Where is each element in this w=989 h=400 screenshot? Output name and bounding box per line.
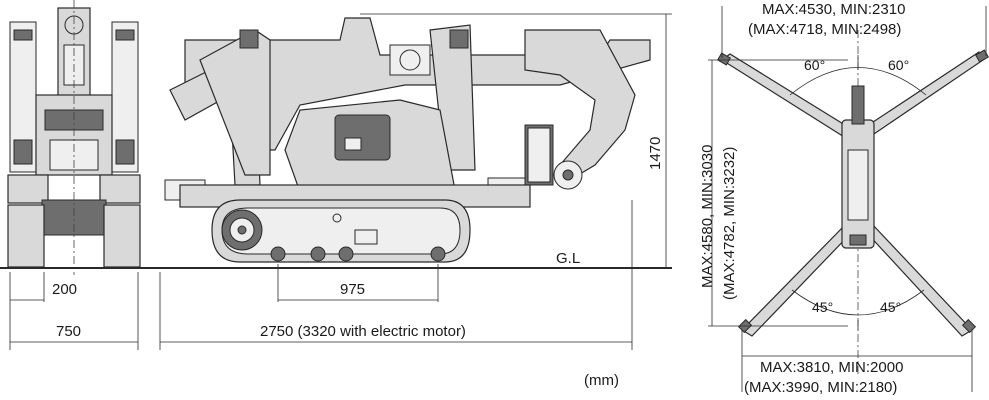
front-view <box>7 0 141 275</box>
front-dimensions: 200 750 <box>9 272 139 350</box>
track-gauge-label: 200 <box>52 281 77 298</box>
rear-angle-left-label: 45° <box>812 299 833 315</box>
ground-level-label: G.L <box>556 250 580 267</box>
side-view <box>164 17 651 263</box>
unit-label: (mm) <box>584 372 619 389</box>
outrigger-span-rear-label: MAX:3810, MIN:2000 <box>760 359 903 376</box>
top-dimensions: MAX:4530, MIN:2310 (MAX:4718, MIN:2498) … <box>699 1 987 396</box>
track-roller-span-label: 975 <box>340 281 365 298</box>
overall-length-label: 2750 (3320 with electric motor) <box>260 323 466 340</box>
top-boom <box>851 85 865 125</box>
outrigger-span-rear-alt-label: (MAX:3990, MIN:2180) <box>744 379 897 396</box>
side-dimensions: 975 2750 (3320 with electric motor) 1470… <box>159 13 672 389</box>
overall-width-label: 750 <box>56 323 81 340</box>
front-right-track <box>103 204 141 268</box>
front-angle-right-label: 60° <box>888 57 909 73</box>
top-front-right-outrigger <box>863 51 987 139</box>
top-rear-left-outrigger <box>741 223 853 337</box>
front-left-track <box>7 204 45 268</box>
outrigger-length-label: MAX:4580, MIN:3030 <box>699 145 716 288</box>
top-front-left-outrigger <box>720 53 854 141</box>
height-label: 1470 <box>647 137 664 170</box>
front-angle-left-label: 60° <box>804 57 825 73</box>
rear-angle-right-label: 45° <box>880 299 901 315</box>
outrigger-span-front-label: MAX:4530, MIN:2310 <box>762 1 905 18</box>
top-view: 60° 60° 45° 45° <box>716 30 989 375</box>
outrigger-length-alt-label: (MAX:4782, MIN:3232) <box>721 147 738 300</box>
outrigger-span-front-alt-label: (MAX:4718, MIN:2498) <box>748 21 901 38</box>
top-rear-right-outrigger <box>865 223 973 337</box>
